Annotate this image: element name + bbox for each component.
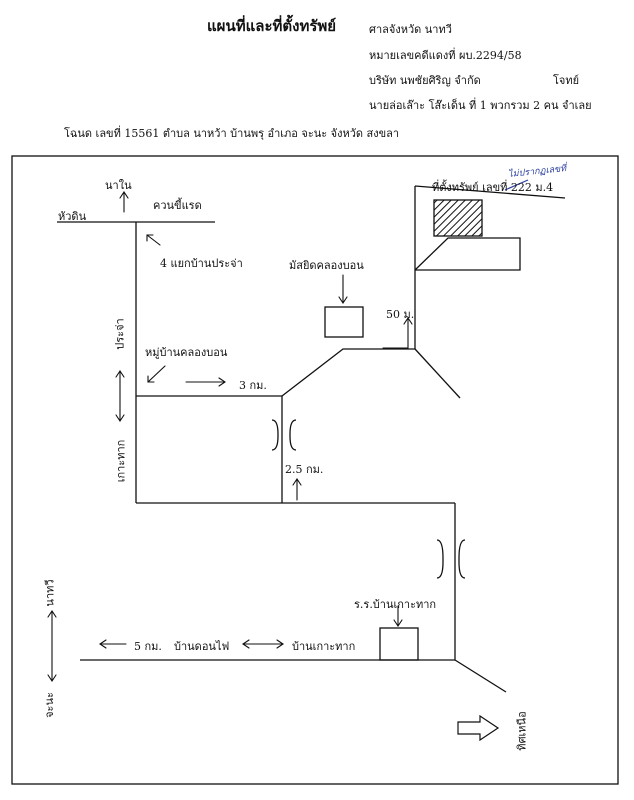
bracket-mid-right (289, 419, 297, 451)
label-na-nai: นาใน (105, 179, 132, 192)
label-50m: 50 ม. (386, 308, 415, 321)
bracket-low-right (458, 539, 466, 579)
label-pracha: ประจ่า (113, 318, 127, 350)
label-mosque: มัสยิดคลองบอน (289, 259, 364, 272)
label-3km: 3 กม. (239, 379, 267, 392)
road-property-top (414, 185, 566, 199)
north-arrow-icon (457, 714, 500, 742)
map-frame (11, 155, 619, 785)
bracket-low-left (436, 539, 444, 579)
road-lower-diagonal (454, 659, 507, 693)
arrow-50m (382, 318, 409, 349)
bracket-mid-left (271, 419, 279, 451)
label-hua-din: หัวดิน (58, 210, 87, 223)
plaintiff-name: บริษัท นพชัยศิริญ จำกัด (369, 74, 481, 87)
label-natawee: นาทวี (43, 579, 57, 607)
property-plot-outline (414, 237, 521, 271)
arrow-village (147, 365, 166, 383)
deed-info: โฉนด เลขที่ 15561 ตำบล นาหว้า บ้านพรุ อำ… (64, 127, 400, 140)
mosque-building (324, 306, 364, 338)
label-property: ที่ตั้งทรัพย์ เลขที่ 222 ม.4 (432, 181, 554, 194)
page-title: แผนที่และที่ตั้งทรัพย์ (207, 17, 337, 35)
case-number: หมายเลขคดีแดงที่ ผบ.2294/58 (369, 49, 522, 62)
school-building (379, 627, 419, 661)
label-north: ทิศเหนือ (515, 711, 529, 751)
label-ko-thak-left: เกาะทาก (114, 439, 128, 483)
label-ban-ko-thak: บ้านเกาะทาก (292, 640, 356, 653)
label-ban-don-fai: บ้านดอนไฟ (174, 640, 230, 653)
label-village-khlong-bon: หมู่บ้านคลองบอน (145, 346, 228, 359)
road-right-diagonal (414, 348, 461, 399)
strikethrough-house-number (504, 179, 529, 191)
property-marker (433, 199, 483, 237)
label-2-5km: 2.5 กม. (285, 463, 324, 476)
label-kuan-khi-raet: ควนขี้แรด (153, 199, 202, 212)
plaintiff-role: โจทย์ (553, 74, 580, 87)
defendant-name: นายล่อเล๊าะ โส๊ะเด็น ที่ 1 พวกรวม 2 คน จ… (369, 99, 592, 112)
court-name: ศาลจังหวัด นาทวี (369, 23, 452, 36)
label-chana: จะนะ (42, 692, 56, 718)
label-5km: 5 กม. (134, 640, 162, 653)
label-school: ร.ร.บ้านเกาะทาก (354, 598, 437, 611)
arrow-junction (146, 234, 161, 246)
label-junction: 4 แยกบ้านประจ่า (160, 257, 243, 270)
road-to-mosque (281, 348, 415, 397)
